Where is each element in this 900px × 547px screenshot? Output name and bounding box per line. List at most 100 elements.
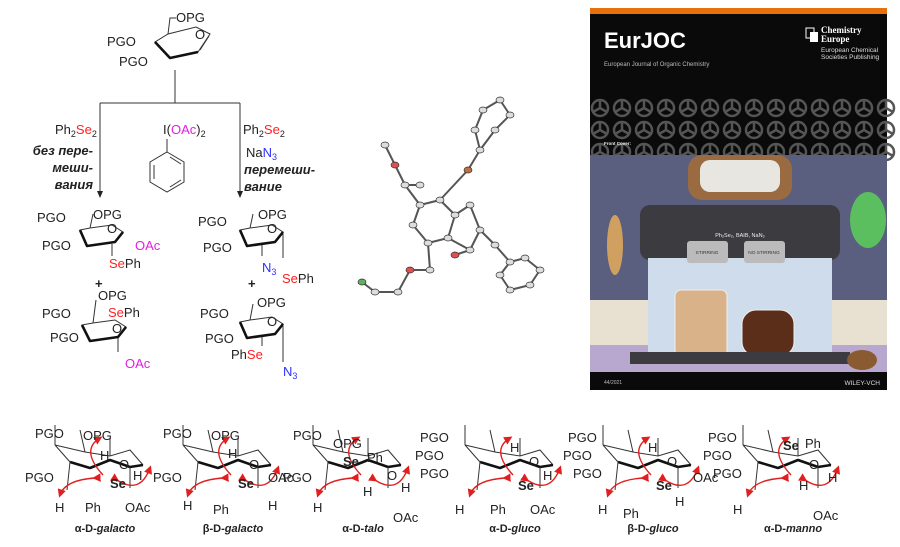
conformer-atom-label: H xyxy=(183,498,192,513)
conformer-atom-label: PGO xyxy=(420,430,449,445)
noe-arrow xyxy=(218,436,232,476)
reagent-ph2se2: Ph2Se2 xyxy=(243,122,285,139)
ortep-atom xyxy=(490,241,500,249)
no-stirring-button xyxy=(744,241,785,263)
ortep-atom xyxy=(423,239,433,247)
espresso-glass xyxy=(741,309,795,357)
noe-arrow xyxy=(315,473,359,498)
conformer-atom-label: OAc xyxy=(393,510,419,525)
machine-label: Ph₂Se₂, BAIB, NaN₃ xyxy=(715,233,765,239)
conformer-atom-label: OAc xyxy=(268,470,294,485)
starting-glycal: OPG O PGO PGO xyxy=(107,10,211,69)
ortep-atom xyxy=(435,196,445,204)
noe-arrow xyxy=(658,465,700,487)
noe-arrow xyxy=(90,436,104,476)
conformer-atom-label: H xyxy=(313,500,322,515)
conformer-name: α-D-talo xyxy=(342,523,384,535)
noe-arrow xyxy=(745,473,789,498)
publisher-block: Chemistry Europe European Chemical Socie… xyxy=(821,26,879,61)
conformer-atom-label: H xyxy=(828,470,837,485)
ortep-bond xyxy=(394,164,406,186)
product-left-top: OPG O PGO PGO OAc SePh xyxy=(37,207,161,271)
publisher-name: Chemistry Europe xyxy=(821,26,862,44)
conformer-atom-label: PGO xyxy=(708,430,737,445)
ortep-atom xyxy=(390,161,400,169)
reagent-baib: I(OAc)2 xyxy=(163,122,206,139)
journal-subtitle: European Journal of Organic Chemistry xyxy=(604,62,709,68)
ring-bonds xyxy=(464,425,554,466)
conformer-atom-label: H xyxy=(55,500,64,515)
conformer-atom-label: PGO xyxy=(415,448,444,463)
journal-cover: EurJOC European Journal of Organic Chemi… xyxy=(590,8,896,390)
azide-label: N3 xyxy=(262,260,276,277)
ortep-atom xyxy=(443,234,453,242)
ortep-atom xyxy=(495,96,505,104)
ring-front-bonds xyxy=(757,458,832,470)
ortep-bond xyxy=(384,144,396,166)
conformer-atom-label: O xyxy=(809,457,819,472)
ring-front-bonds xyxy=(327,458,402,470)
opg-label: OPG xyxy=(176,10,205,25)
ortep-atom xyxy=(408,221,418,229)
oac-label: OAc xyxy=(125,356,151,371)
opg-label: OPG xyxy=(93,207,122,222)
ortep-bond xyxy=(447,214,456,239)
latte-glass xyxy=(674,289,728,357)
ortep-atom xyxy=(475,146,485,154)
ortep-bond xyxy=(427,242,431,271)
conformer-atom-label: H xyxy=(510,440,519,455)
conformer-name: α-D-gluco xyxy=(489,523,541,535)
pgo-label: PGO xyxy=(119,54,148,69)
condition-text: перемеши- xyxy=(244,162,315,177)
ring-oxygen: O xyxy=(267,314,277,329)
conformer-atom-label: PGO xyxy=(713,466,742,481)
ring-front-bonds xyxy=(479,458,554,470)
seph-label: SePh xyxy=(108,305,140,320)
conformer-atom-label: PGO xyxy=(35,426,64,441)
ortep-atom xyxy=(525,281,535,289)
conformer-atom-label: H xyxy=(455,502,464,517)
ortep-bond xyxy=(474,129,481,151)
conformer-atom-label: O xyxy=(249,457,259,472)
product-right-bottom: OPG O PGO PGO PhSe N3 xyxy=(200,295,297,381)
conformer-atom-label: Se xyxy=(238,476,254,491)
noe-arrow xyxy=(348,436,362,476)
product-left-bottom: OPG SePh O PGO PGO OAc xyxy=(42,288,151,371)
conformer-name: α-D-galacto xyxy=(75,523,136,535)
noe-arrow xyxy=(467,473,511,498)
svg-text:STIRRING: STIRRING xyxy=(696,250,719,256)
conformer-atom-label: PGO xyxy=(163,426,192,441)
opg-label: OPG xyxy=(258,207,287,222)
conformer-atom-label: PGO xyxy=(153,470,182,485)
conformer-atom-label: Se xyxy=(110,476,126,491)
ortep-atom xyxy=(495,271,505,279)
pgo-label: PGO xyxy=(205,331,234,346)
condition-text: без пере- xyxy=(33,143,93,158)
ortep-bond xyxy=(469,229,481,251)
pgo-label: PGO xyxy=(37,210,66,225)
wooden-spoon xyxy=(607,215,623,275)
ortep-atom xyxy=(505,111,515,119)
conformer-atom-label: Se xyxy=(656,478,672,493)
conformer-atom-label: H xyxy=(799,478,808,493)
conformer-atom-label: OPG xyxy=(211,428,240,443)
ortep-atom xyxy=(370,288,380,296)
left-conditions: Ph2Se2 без пере- меши- вания xyxy=(33,122,97,192)
ring-oxygen: O xyxy=(267,221,277,236)
front-cover-label: Front Cover: xyxy=(604,141,632,146)
noe-arrow xyxy=(185,473,229,498)
conformer-atom-label: O xyxy=(387,468,397,483)
condition-text: вания xyxy=(55,177,94,192)
conformer-atom-label: O xyxy=(529,454,539,469)
conformer-atom-label: Se xyxy=(518,478,534,493)
conformer-name: β-D-gluco xyxy=(627,523,679,535)
conformer-atom-label: H xyxy=(648,440,657,455)
conformer-atom-label: H xyxy=(675,494,684,509)
ortep-bond xyxy=(474,109,484,131)
conformer-atom-label: OAc xyxy=(530,502,556,517)
noe-arrow xyxy=(57,473,101,498)
ring-bonds xyxy=(182,425,272,466)
ortep-bond xyxy=(439,169,469,201)
conformer-atom-label: H xyxy=(543,468,552,483)
